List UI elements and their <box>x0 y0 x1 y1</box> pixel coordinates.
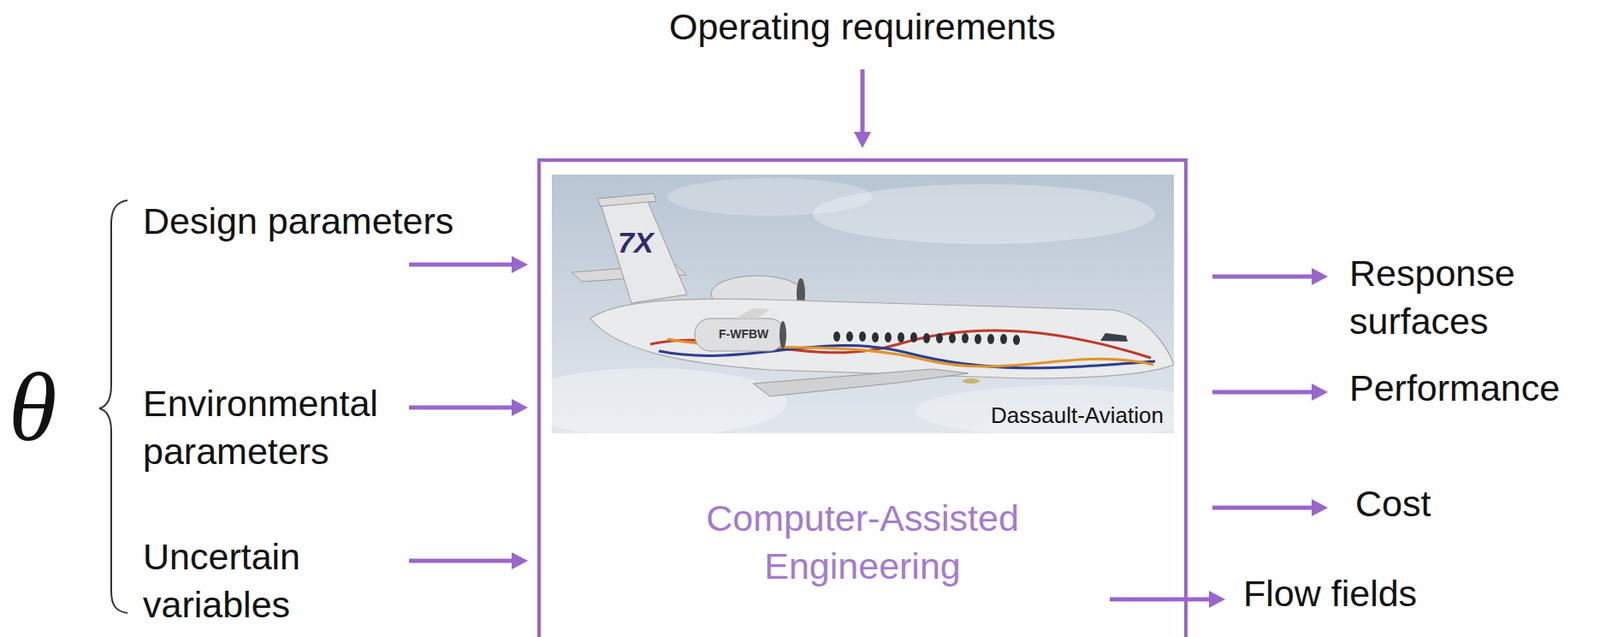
output-label: Cost <box>1355 480 1431 528</box>
input-arrow <box>408 255 528 273</box>
input-label: Operating requirements <box>669 3 1056 52</box>
output-arrow <box>1212 383 1328 401</box>
output-label: Response surfaces <box>1349 249 1572 346</box>
input-label: Uncertain variables <box>142 533 400 629</box>
curly-brace <box>99 200 128 613</box>
output-arrow <box>1212 498 1328 516</box>
aircraft-photo <box>551 174 1174 433</box>
box-title: Computer-Assisted Engineering <box>665 494 1060 591</box>
output-arrow <box>1109 590 1226 608</box>
input-arrow <box>408 551 528 569</box>
registration-marking: F-WFBW <box>718 327 769 340</box>
tail-marking: 7X <box>617 227 654 257</box>
parameter-symbol: θ <box>8 357 58 457</box>
photo-credit: Dassault-Aviation <box>990 402 1164 429</box>
input-label: Design parameters <box>142 197 454 246</box>
input-label: Environmental parameters <box>142 379 400 476</box>
output-label: Flow fields <box>1243 569 1417 618</box>
output-arrow <box>1212 267 1328 285</box>
input-arrow <box>408 398 528 416</box>
input-arrow <box>853 69 872 149</box>
output-label: Performance <box>1349 364 1560 413</box>
